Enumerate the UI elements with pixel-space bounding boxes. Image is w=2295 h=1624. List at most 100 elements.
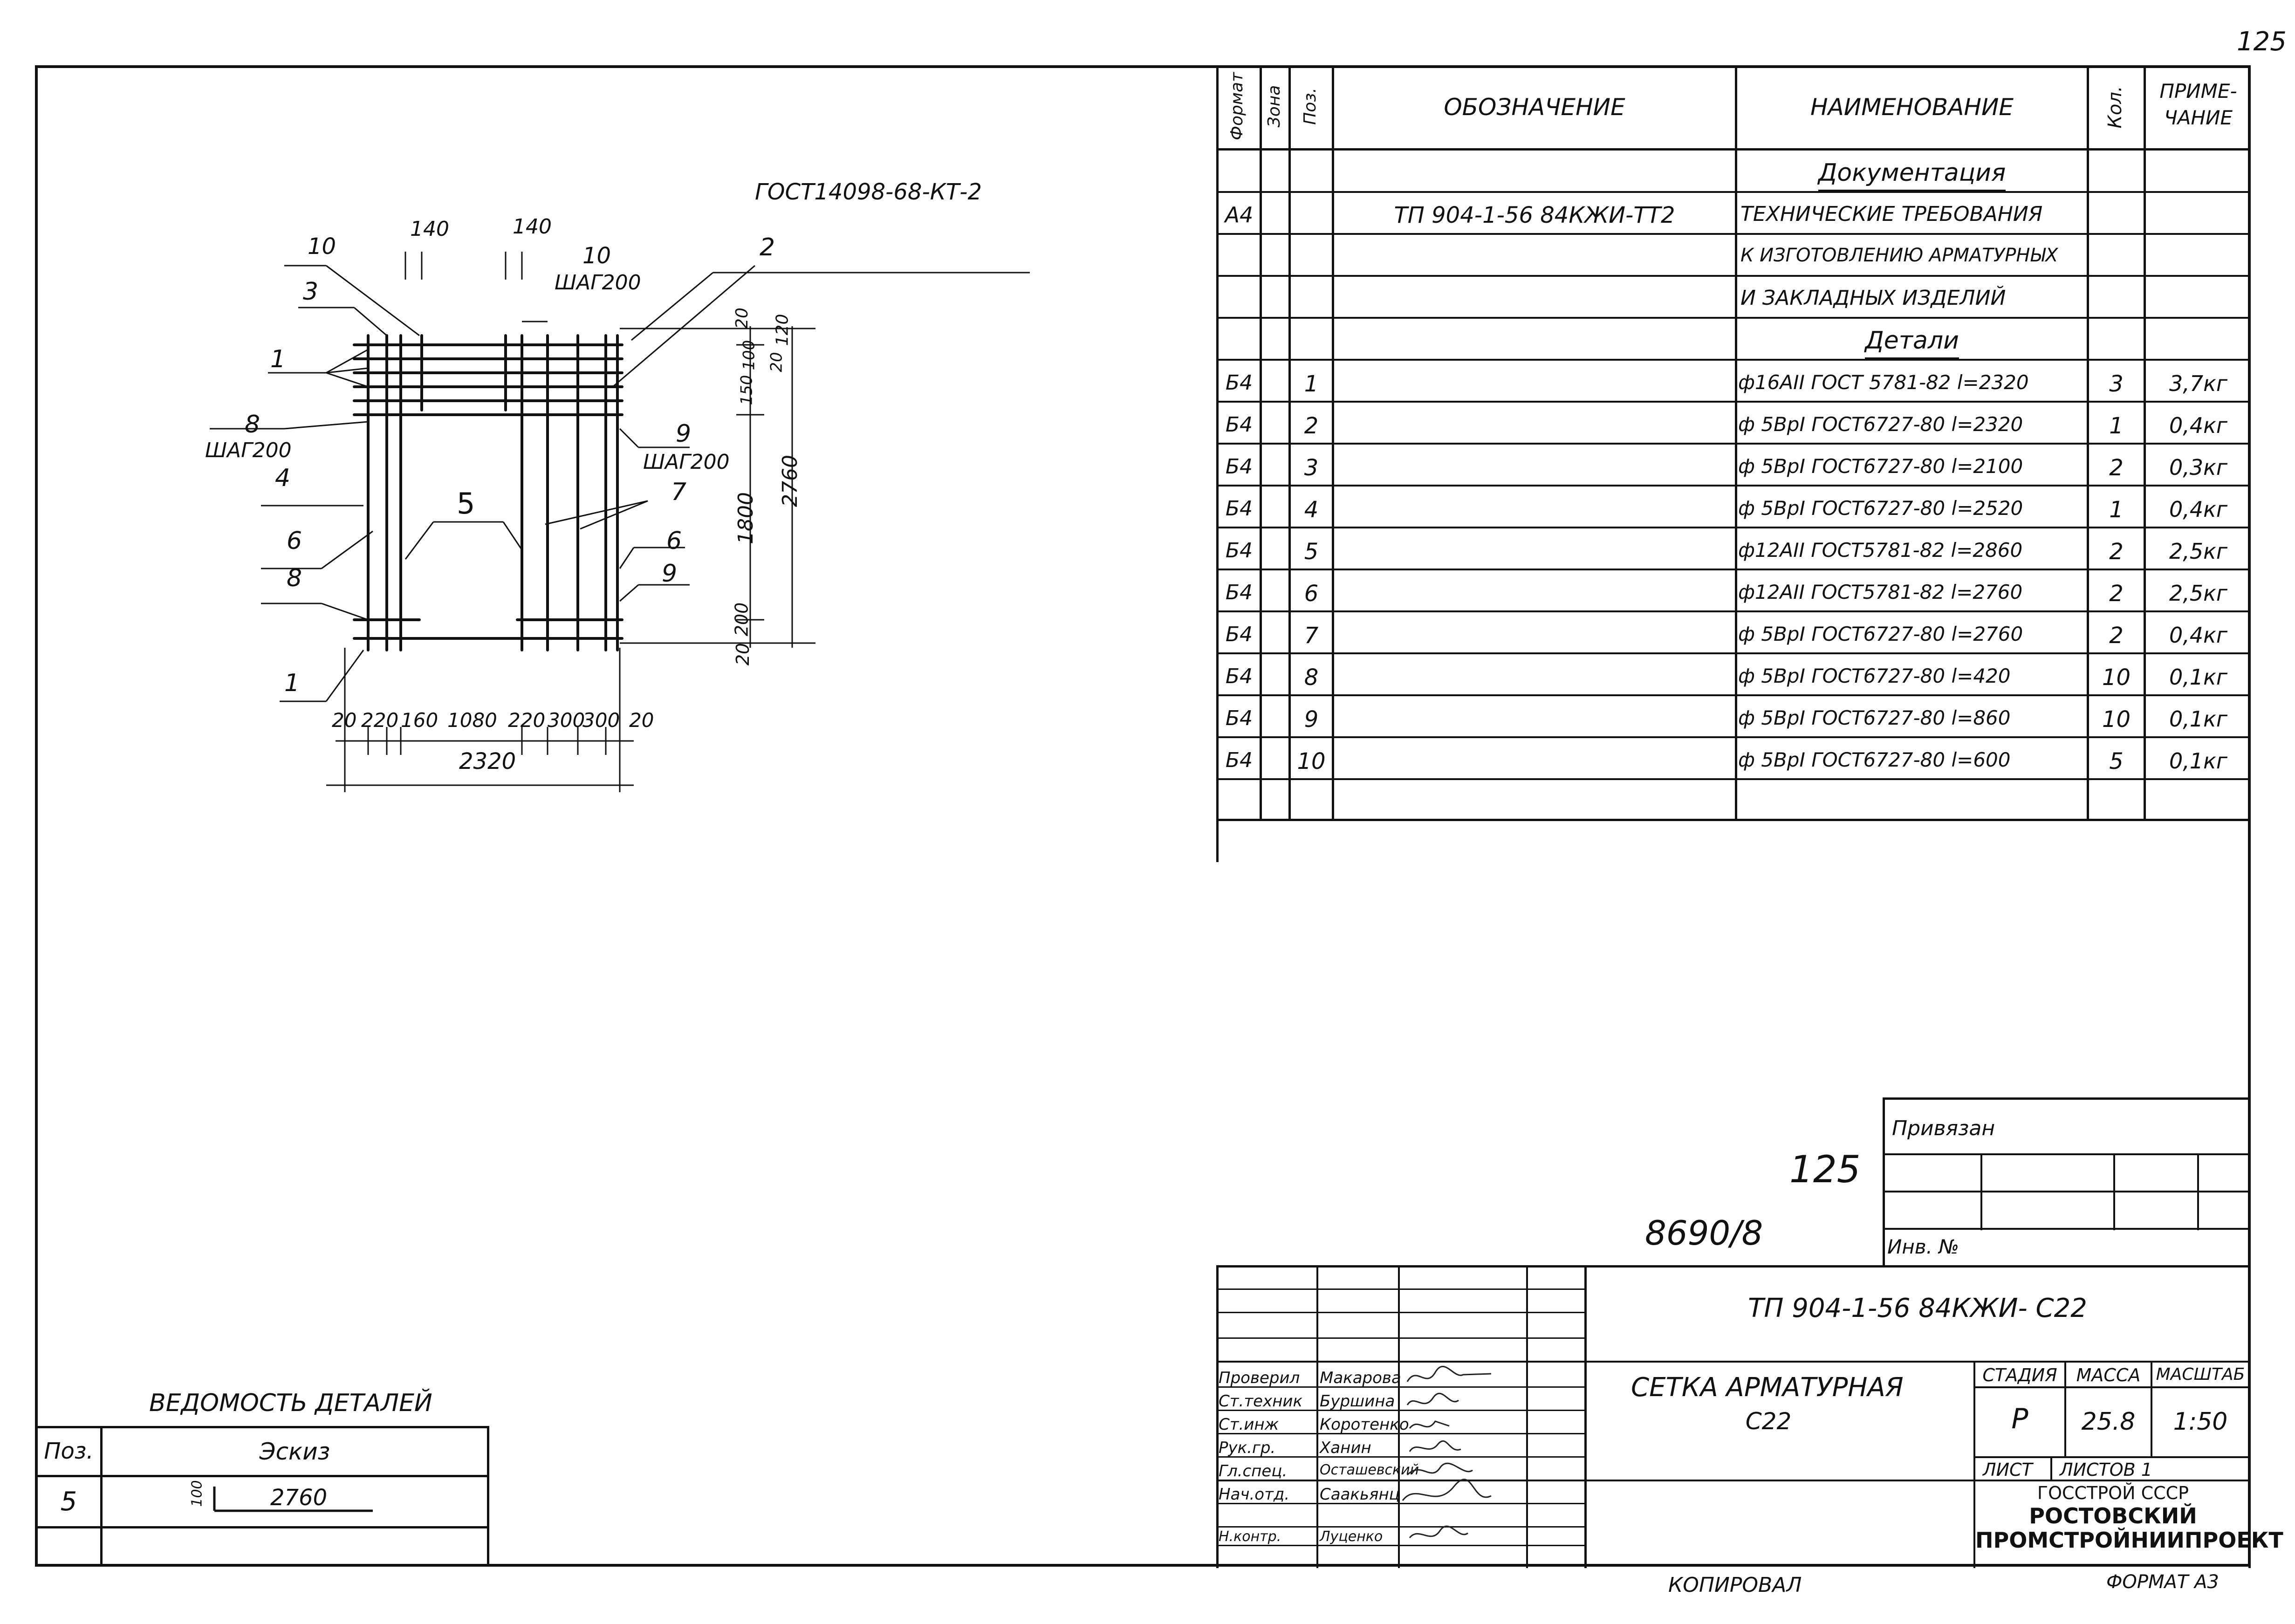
doc-name-2: К ИЗГОТОВЛЕНИЮ АРМАТУРНЫХ: [1740, 245, 2058, 266]
dim-20-top: 20: [732, 308, 752, 329]
row-7-note: 0,4кг: [2169, 623, 2228, 648]
row-4-note: 0,4кг: [2169, 497, 2228, 522]
sketch-dim-100: 100: [189, 1480, 206, 1507]
dim-20-bottom: 20: [733, 643, 754, 666]
details-title: ВЕДОМОСТЬ ДЕТАЛЕЙ: [149, 1389, 432, 1417]
row-2-format: Б4: [1225, 413, 1253, 437]
stage-value: Р: [2011, 1403, 2028, 1435]
label-9b: 9: [662, 560, 678, 588]
stage-label: СТАДИЯ: [1982, 1365, 2057, 1385]
handwritten-code: 8690/8: [1645, 1213, 1763, 1253]
row-1-pos: 1: [1304, 371, 1319, 397]
role-2: Ст.техник: [1219, 1392, 1303, 1411]
row-9-pos: 9: [1304, 706, 1319, 733]
row-4-format: Б4: [1225, 497, 1253, 521]
section-docs: Документация: [1737, 159, 2087, 192]
row-9-note: 0,1кг: [2169, 706, 2228, 732]
row-5-qty: 2: [2109, 539, 2124, 565]
section-parts: Детали: [1737, 327, 2087, 360]
row-7-format: Б4: [1225, 623, 1253, 646]
dim-2760: 2760: [778, 455, 802, 507]
row-9-qty: 10: [2102, 706, 2131, 733]
doc-format: А4: [1225, 202, 1254, 227]
label-9: 9: [676, 420, 692, 448]
doc-name-3: И ЗАКЛАДНЫХ ИЗДЕЛИЙ: [1740, 286, 2006, 310]
step-9: ШАГ200: [643, 450, 730, 474]
dim-bottom-8: 20: [629, 709, 654, 732]
doc-designation: ТП 904-1-56 84КЖИ-ТТ2: [1394, 202, 1675, 228]
mesh-drawing: [210, 252, 1030, 792]
label-10a: 10: [308, 233, 336, 260]
row-7-name: ф 5ВрI ГОСТ6727-80 l=2760: [1738, 623, 2023, 645]
header-zone: Зона: [1265, 85, 1284, 128]
row-2-pos: 2: [1304, 413, 1319, 439]
row-8-format: Б4: [1225, 665, 1253, 688]
row-8-note: 0,1кг: [2169, 665, 2228, 690]
row-6-pos: 6: [1304, 581, 1319, 607]
mass-label: МАССА: [2076, 1365, 2141, 1385]
dim-100: 100: [740, 340, 759, 370]
name-5: Осташевский: [1320, 1462, 1419, 1478]
org-line-3: ПРОМСТРОЙНИИПРОЕКТ: [1975, 1528, 2283, 1553]
label-6a: 6: [287, 527, 302, 555]
name-2: Буршина: [1320, 1392, 1395, 1411]
org-line-1: ГОССТРОЙ СССР: [2037, 1483, 2189, 1503]
row-6-qty: 2: [2109, 581, 2124, 607]
row-4-pos: 4: [1304, 497, 1319, 523]
dim-1800: 1800: [733, 492, 758, 544]
role-1: Проверил: [1219, 1369, 1300, 1387]
row-5-pos: 5: [1304, 539, 1319, 565]
label-5: 5: [457, 487, 475, 521]
row-6-format: Б4: [1225, 581, 1253, 604]
scale-label: МАСШТАБ: [2156, 1365, 2245, 1384]
dim-bottom-4: 1080: [447, 709, 497, 732]
label-4: 4: [275, 464, 291, 492]
row-6-note: 2,5кг: [2169, 581, 2228, 606]
row-10-pos: 10: [1297, 748, 1326, 774]
org-line-2: РОСТОВСКИЙ: [2029, 1503, 2197, 1528]
row-2-name: ф 5ВрI ГОСТ6727-80 l=2320: [1738, 413, 2023, 436]
header-note-1: ПРИМЕ-: [2159, 80, 2237, 103]
name-7: Луценко: [1320, 1528, 1383, 1545]
step-top: ШАГ200: [555, 271, 641, 295]
row-10-note: 0,1кг: [2169, 748, 2228, 774]
row-4-name: ф 5ВрI ГОСТ6727-80 l=2520: [1738, 497, 2023, 520]
label-6b: 6: [666, 527, 682, 555]
row-9-name: ф 5ВрI ГОСТ6727-80 l=860: [1738, 706, 2011, 729]
name-1: Макарова: [1320, 1369, 1401, 1387]
label-10b: 10: [582, 243, 611, 269]
row-7-qty: 2: [2109, 623, 2124, 649]
inv-label: Инв. №: [1887, 1235, 1959, 1258]
sheets-label: ЛИСТОВ 1: [2060, 1460, 2152, 1480]
details-col-pos: Поз.: [44, 1438, 94, 1464]
row-2-note: 0,4кг: [2169, 413, 2228, 438]
format-label: ФОРМАТ А3: [2106, 1571, 2219, 1593]
sketch-bar-5: [213, 1487, 373, 1512]
row-5-format: Б4: [1225, 539, 1253, 562]
dim-bottom-3: 160: [401, 709, 438, 732]
header-name: НАИМЕНОВАНИЕ: [1810, 94, 2014, 121]
row-2-qty: 1: [2109, 413, 2124, 439]
dim-200: 200: [731, 602, 752, 637]
dim-120: 120: [773, 314, 792, 346]
sheet-frame: [35, 65, 2251, 1567]
header-format: Формат: [1227, 72, 1247, 141]
row-10-qty: 5: [2109, 748, 2124, 774]
row-10-format: Б4: [1225, 748, 1253, 772]
label-7: 7: [671, 478, 687, 506]
row-8-name: ф 5ВрI ГОСТ6727-80 l=420: [1738, 665, 2011, 687]
label-8b: 8: [287, 564, 302, 592]
row-8-qty: 10: [2102, 665, 2131, 691]
tied-label: Привязан: [1892, 1117, 1995, 1140]
doc-name-1: ТЕХНИЧЕСКИЕ ТРЕБОВАНИЯ: [1740, 202, 2043, 226]
row-10-name: ф 5ВрI ГОСТ6727-80 l=600: [1738, 748, 2011, 771]
label-3: 3: [303, 278, 319, 306]
dim-bottom-1: 20: [332, 709, 357, 732]
row-4-qty: 1: [2109, 497, 2124, 523]
dim-bottom-5: 220: [508, 709, 546, 732]
gost-label: ГОСТ14098-68-КТ-2: [755, 179, 982, 205]
label-1b: 1: [284, 669, 300, 697]
label-140b: 140: [513, 215, 552, 239]
signatures: [1402, 1365, 1492, 1539]
